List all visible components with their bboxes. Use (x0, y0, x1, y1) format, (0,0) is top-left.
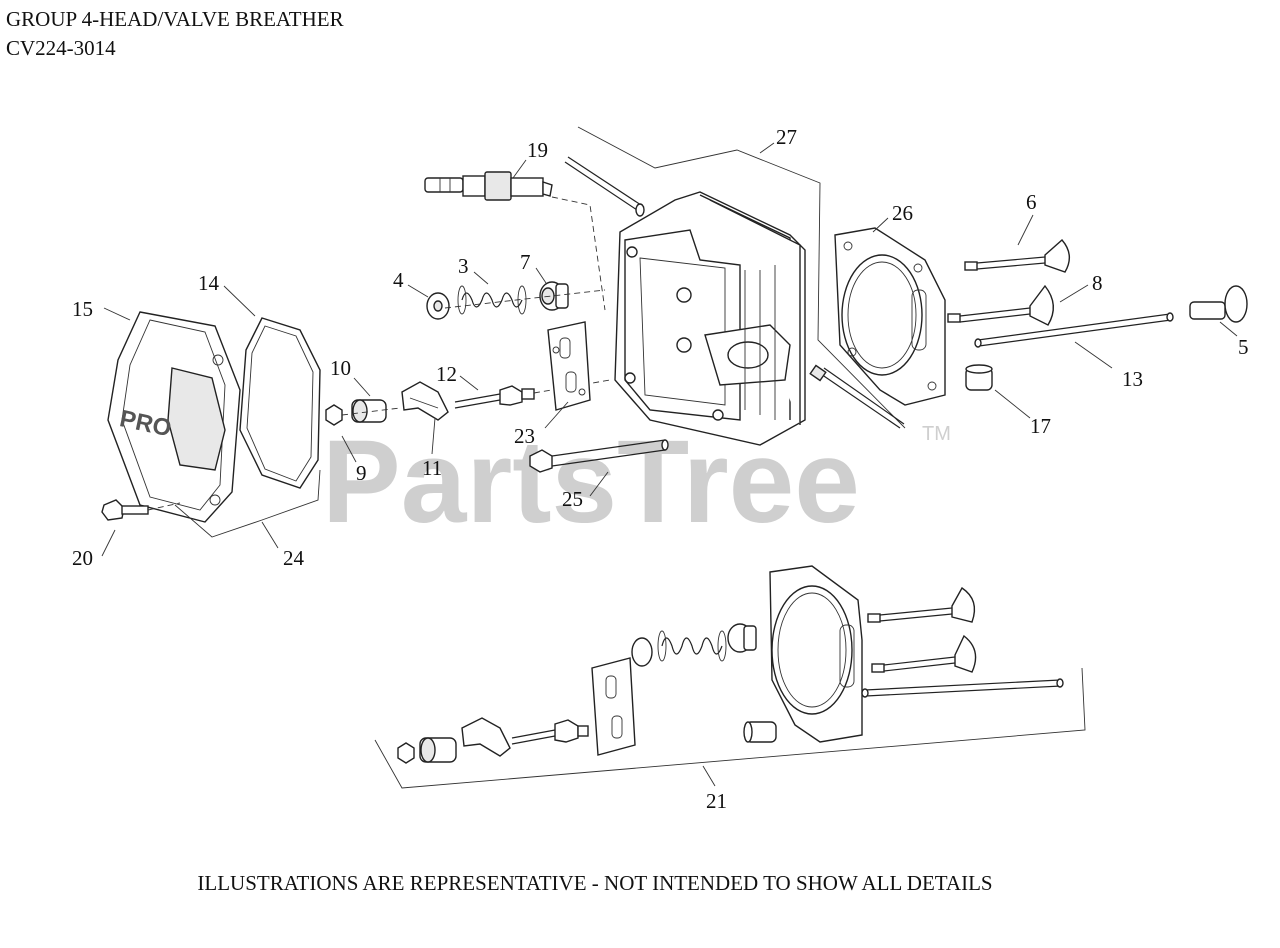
exhaust-valve[interactable] (964, 239, 1070, 273)
cylinder-head[interactable] (614, 191, 806, 446)
callout-25: 25 (562, 487, 583, 511)
callout-13: 13 (1122, 367, 1143, 391)
kit-nut[interactable] (397, 742, 415, 764)
kit-gasket[interactable] (769, 565, 863, 743)
leader-lines (101, 142, 1238, 787)
group-bracket-24 (174, 469, 321, 538)
kit-rocker-arm[interactable] (461, 717, 511, 757)
model-number: CV224-3014 (6, 36, 116, 60)
kit-valve-intake[interactable] (871, 634, 977, 673)
callout-12: 12 (436, 362, 457, 386)
kit-pivot[interactable] (419, 737, 457, 763)
watermark: PartsTree (322, 416, 860, 548)
watermark-tm: TM (922, 423, 951, 445)
rocker-stud[interactable] (454, 385, 535, 409)
callout-14: 14 (198, 271, 220, 295)
callout-labels: 27 19 26 6 4 3 7 8 15 14 5 13 10 12 17 2… (72, 125, 1249, 813)
pushrod-guide-plate[interactable] (547, 321, 591, 411)
kit-spring[interactable] (657, 630, 727, 662)
head-bolt-right[interactable] (809, 364, 905, 429)
kit-pushrod[interactable] (861, 678, 1064, 698)
head-bolt[interactable] (529, 439, 669, 473)
rocker-nut[interactable] (325, 404, 343, 426)
callout-17: 17 (1030, 414, 1051, 438)
valve-cover-gasket[interactable] (239, 317, 321, 489)
callout-19: 19 (527, 138, 548, 162)
callout-15: 15 (72, 297, 93, 321)
valve-lifter[interactable] (1189, 285, 1248, 323)
valve-guide[interactable] (965, 364, 993, 391)
spark-plug[interactable] (424, 171, 553, 201)
callout-9: 9 (356, 461, 367, 485)
callout-4: 4 (393, 268, 404, 292)
rocker-pivot[interactable] (351, 399, 387, 423)
kit-valve-exhaust[interactable] (867, 586, 976, 623)
head-gasket[interactable] (834, 227, 946, 406)
cover-bolt[interactable] (101, 499, 149, 521)
kit-stud[interactable] (511, 719, 589, 745)
disclaimer-note: ILLUSTRATIONS ARE REPRESENTATIVE - NOT I… (197, 871, 993, 895)
callout-21: 21 (706, 789, 727, 813)
kit-guide-plate[interactable] (591, 657, 636, 756)
pushrod[interactable] (974, 312, 1174, 348)
kit-guide[interactable] (743, 721, 777, 743)
callout-10: 10 (330, 356, 351, 380)
callout-3: 3 (458, 254, 469, 278)
callout-8: 8 (1092, 271, 1103, 295)
rocker-arm[interactable] (401, 381, 449, 421)
callout-24: 24 (283, 546, 305, 570)
pushrod-upper[interactable] (564, 156, 645, 217)
callout-26: 26 (892, 201, 913, 225)
callout-20: 20 (72, 546, 93, 570)
callout-5: 5 (1238, 335, 1249, 359)
callout-27: 27 (776, 125, 797, 149)
kit-retainer[interactable] (631, 637, 653, 667)
group-bracket-27 (577, 126, 906, 429)
valve-stem-seal[interactable] (539, 281, 569, 311)
valve-cover[interactable]: PRO (107, 311, 241, 523)
callout-11: 11 (422, 456, 442, 480)
diagram-title: GROUP 4-HEAD/VALVE BREATHER (6, 7, 344, 31)
callout-6: 6 (1026, 190, 1037, 214)
callout-7: 7 (520, 250, 531, 274)
group-bracket-21 (374, 667, 1086, 789)
kit-seal[interactable] (727, 623, 757, 653)
spring-retainer[interactable] (426, 292, 450, 320)
callout-23: 23 (514, 424, 535, 448)
intake-valve[interactable] (947, 284, 1054, 326)
